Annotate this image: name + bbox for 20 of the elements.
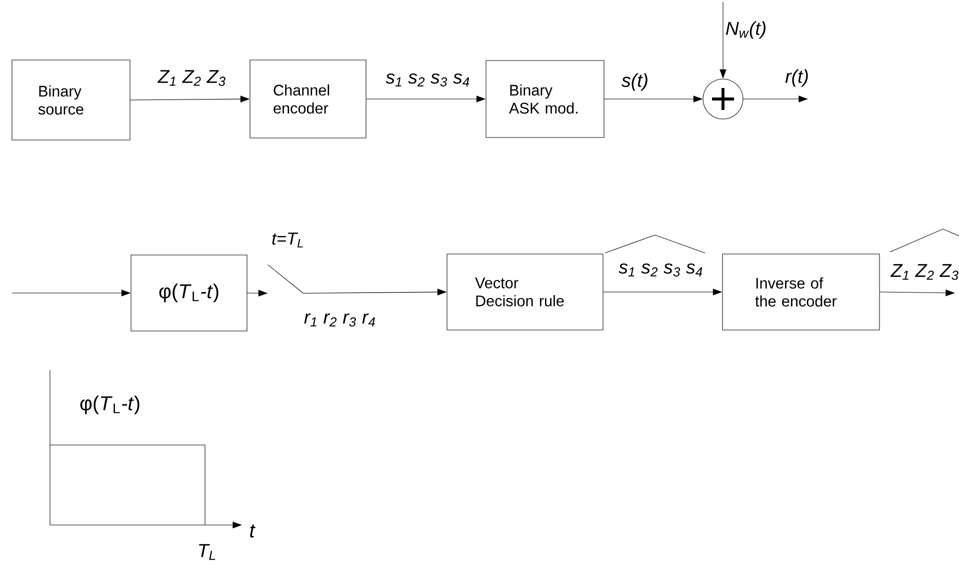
process-box: Inverse of the encoder <box>722 254 880 330</box>
edge-label: r(t) <box>785 69 808 87</box>
process-box: φ(T$_{L}$-t) <box>130 254 248 332</box>
process-box: Binary source <box>12 60 130 140</box>
edge-label: s$_{1}$ s$_{2}$ s$_{3}$ s$_{4}$ <box>386 73 470 86</box>
process-box: Channel encoder <box>250 60 366 138</box>
switch <box>267 264 304 294</box>
edge-label: r$_{1}$ r$_{2}$ r$_{3}$ r$_{4}$ <box>304 313 375 327</box>
axis-label: t <box>250 524 256 538</box>
axis-label: φ(T$_{L}$-t) <box>80 396 140 414</box>
edge-label: s(t) <box>622 73 648 91</box>
axis-label: T$_{L}$ <box>199 544 216 560</box>
process-box: Vector Decision rule <box>446 254 604 330</box>
edge-label: Z$_{1}$ Z$_{2}$ Z$_{3}$ <box>157 70 226 86</box>
edge-label: Z$_{1}$ Z$_{2}$ Z$_{3}$ <box>890 228 959 280</box>
switch-label: t=T$_{L}$ <box>272 232 303 248</box>
edge-label: s$_{1}$ s$_{2}$ s$_{3}$ s$_{4}$ <box>604 234 706 276</box>
edge-label: N$_{w}$(t) <box>726 21 766 39</box>
process-box: Binary ASK mod. <box>486 60 604 138</box>
adder-circle <box>702 78 744 120</box>
